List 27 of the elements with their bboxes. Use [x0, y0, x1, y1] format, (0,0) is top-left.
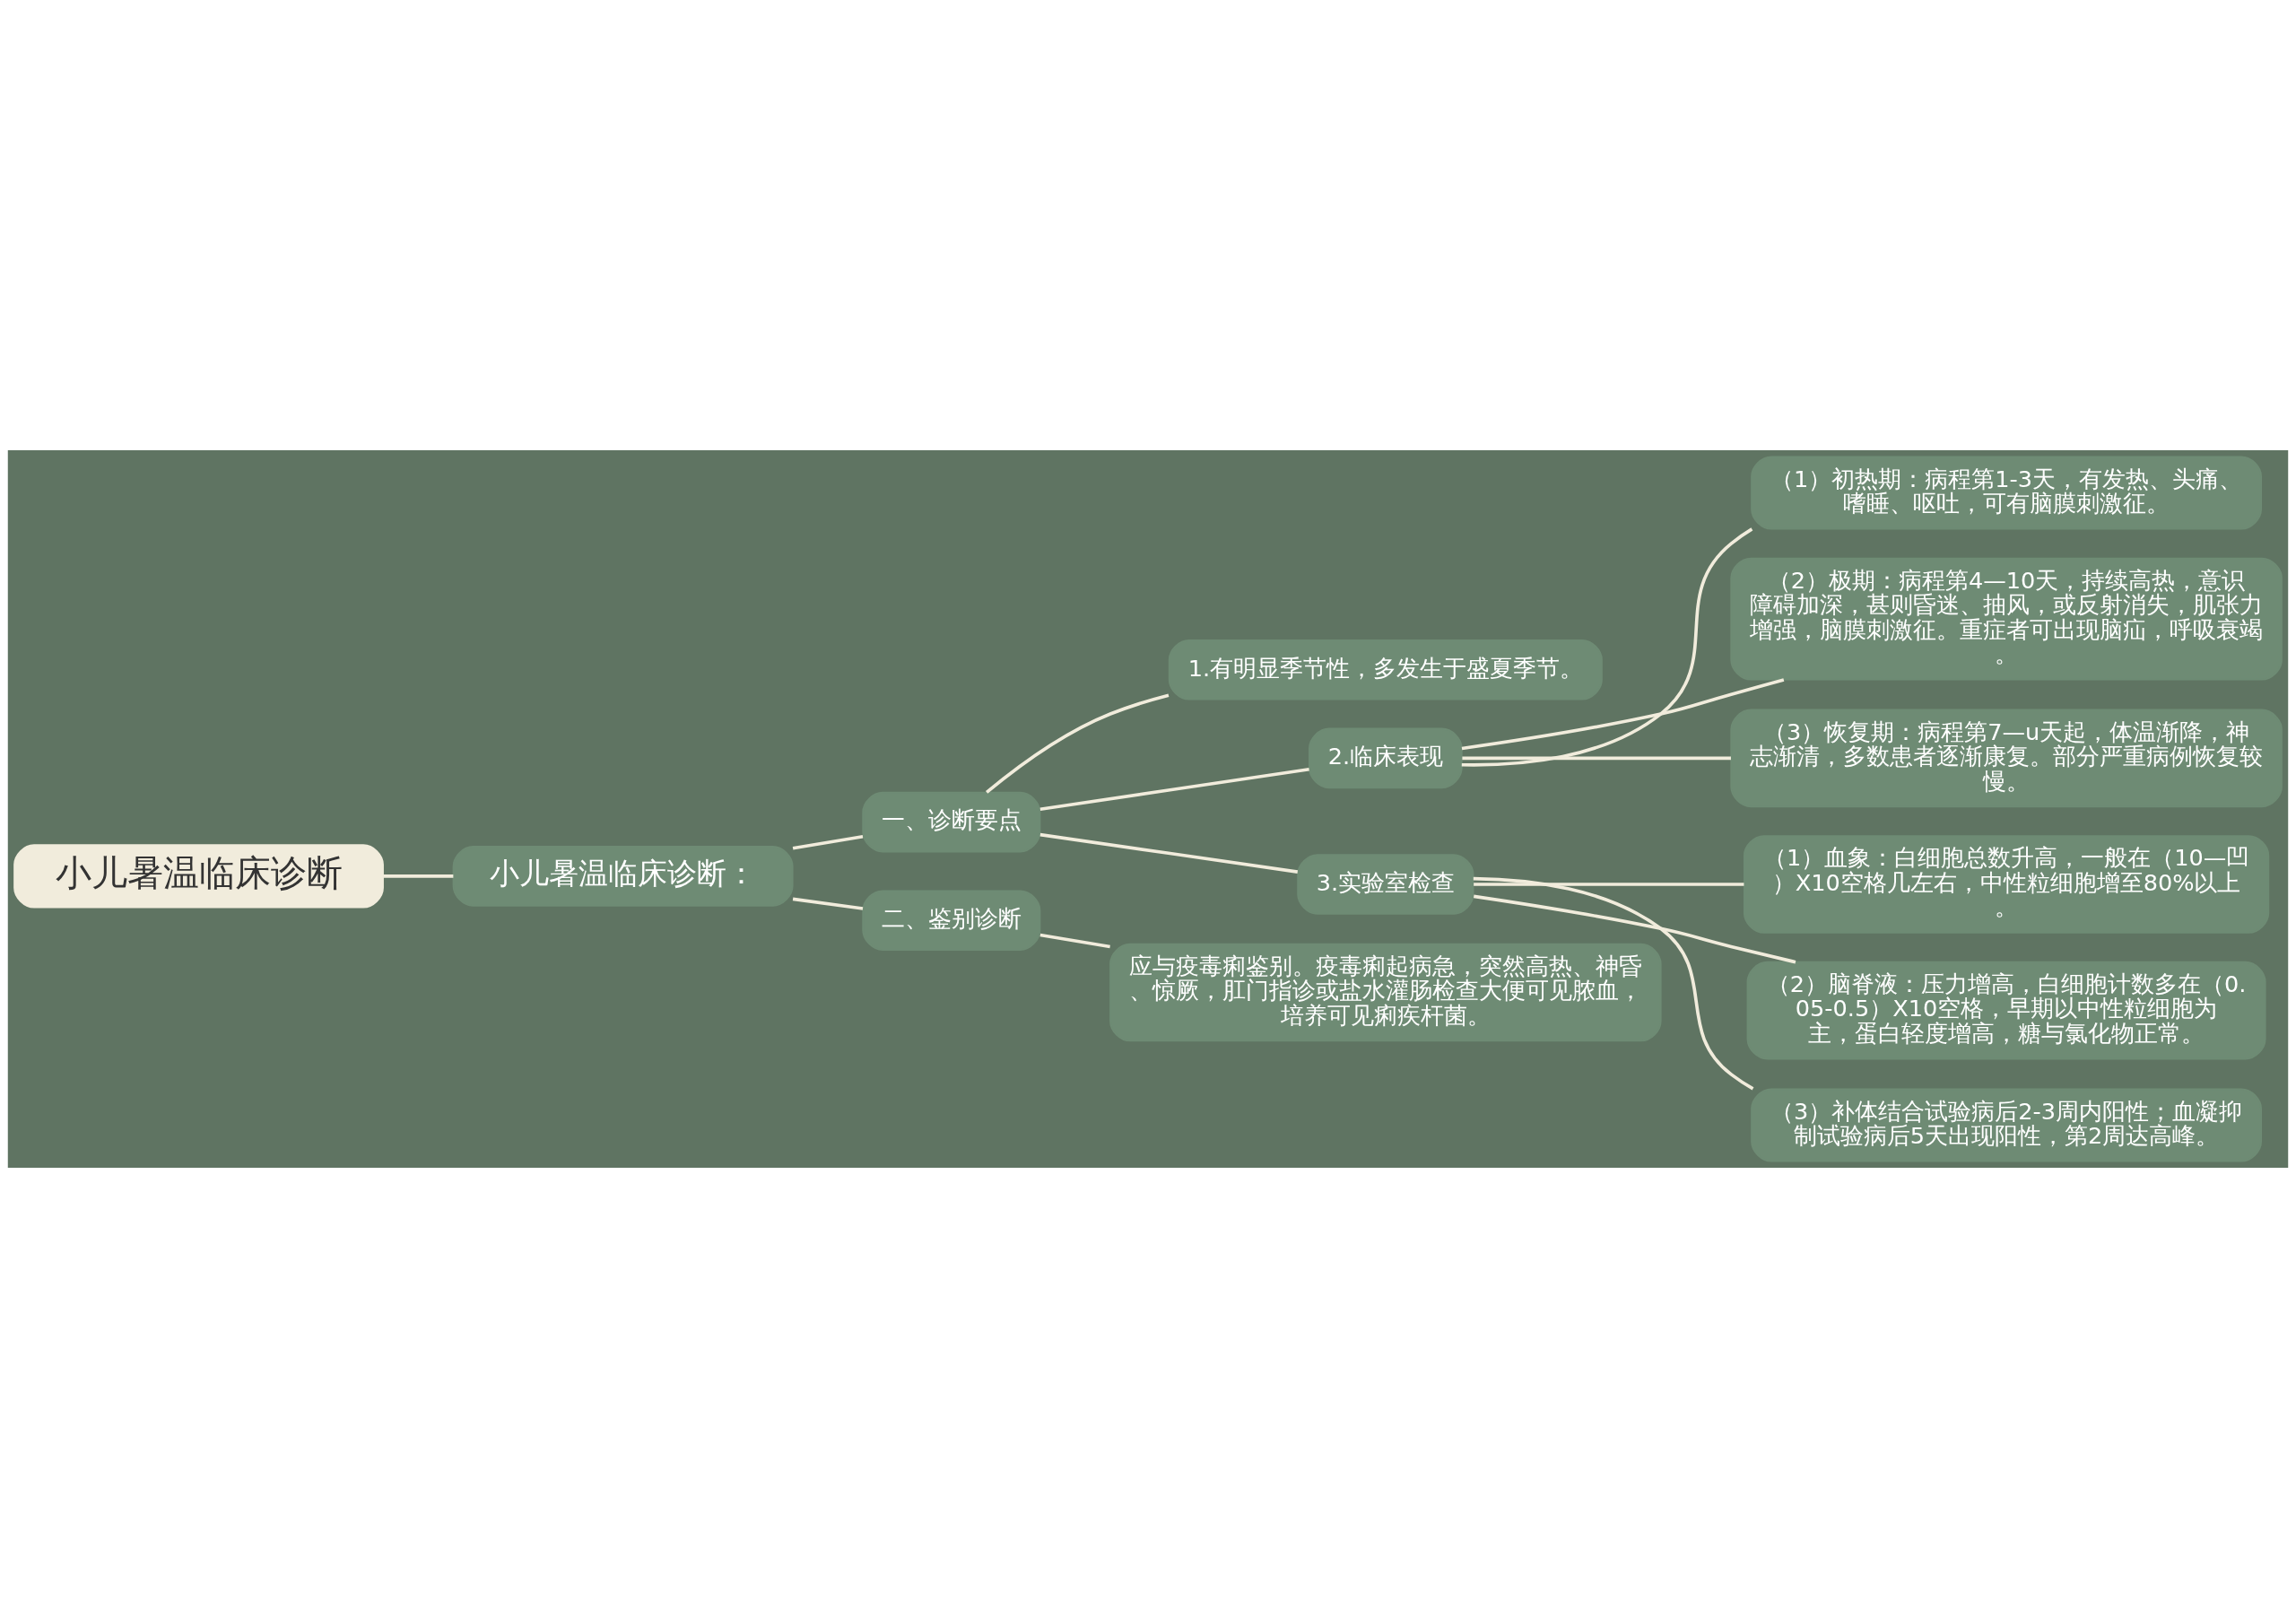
- connector: [1474, 883, 1744, 886]
- node-box: （1）初热期：病程第1-3天，有发热、头痛、嗜睡、呕吐，可有脑膜刺激征。: [1751, 456, 2262, 530]
- connector: [792, 834, 864, 850]
- connector: [383, 874, 454, 878]
- node-box: 小儿暑温临床诊断: [13, 844, 384, 909]
- connector: [1039, 832, 1299, 874]
- connector: [1473, 894, 1796, 964]
- node-box: 应与疫毒痢鉴别。疫毒痢起病急，突然高热、神昏、惊厥，肛门指诊或盐水灌肠检查大便可见脓血，培养可见痢疾杆菌。: [1109, 943, 1662, 1042]
- connector: [986, 693, 1170, 794]
- node-box: （3）补体结合试验病后2-3周内阳性；血凝抑制试验病后5天出现阳性，第2周达高峰。: [1751, 1088, 2262, 1162]
- node-box: （3）恢复期：病程第7—u天起，体温渐降，神志渐清，多数患者逐渐康复。部分严重病例恢复较慢。: [1730, 709, 2283, 808]
- node-box: 一、诊断要点: [862, 791, 1041, 853]
- node-box: 小儿暑温临床诊断：: [452, 846, 794, 907]
- node-box: （1）血象：白细胞总数升高，一般在（10—凹）X10空格几左右，中性粒细胞增至80%以上。: [1743, 835, 2270, 934]
- connector: [1461, 527, 1753, 767]
- node-box: 1.有明显季节性，多发生于盛夏季节。: [1168, 639, 1603, 700]
- connector: [1461, 678, 1785, 751]
- node-box: （2）极期：病程第4—10天，持续高热，意识障碍加深，甚则昏迷、抽风，或反射消失，肌张力增强，脑膜刺激征。重症者可出现脑疝，呼吸衰竭。: [1730, 557, 2283, 681]
- node-box: 二、鉴别诊断: [862, 890, 1041, 951]
- connector: [1039, 767, 1309, 811]
- node-box: 2.临床表现: [1309, 727, 1463, 789]
- node-box: （2）脑脊液：压力增高，白细胞计数多在（0.05-0.5）X10空格，早期以中性粒细胞为主，蛋白轻度增高，糖与氯化物正常。: [1746, 961, 2266, 1060]
- connector: [792, 897, 864, 910]
- node-box: 3.实验室检查: [1297, 854, 1474, 915]
- connector: [1473, 876, 1754, 1091]
- connector: [1039, 933, 1110, 949]
- connector: [1462, 756, 1731, 761]
